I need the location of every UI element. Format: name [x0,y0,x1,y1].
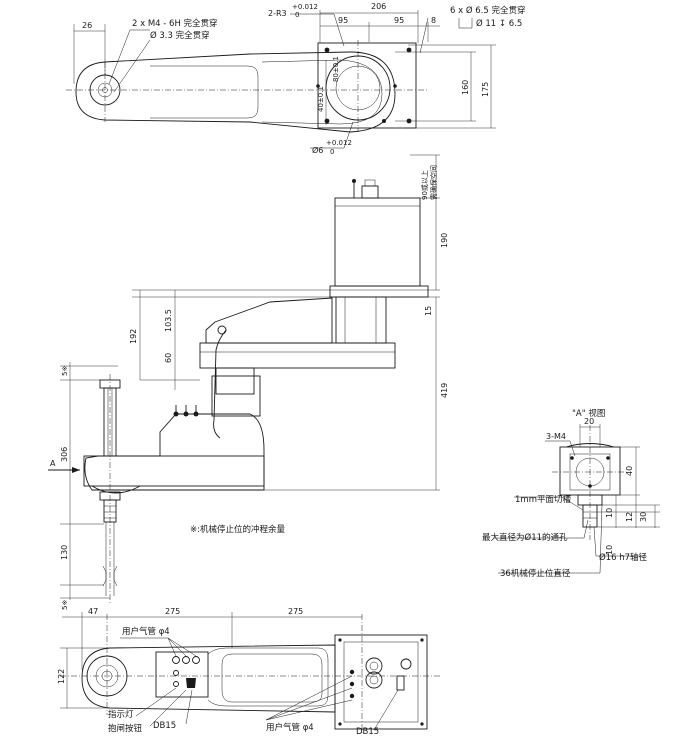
view-a: "A" 视图 [482,408,660,579]
dim-10-a: 10 [605,508,614,518]
side-view: 90或以上 需确保空间 190 15 419 192 103.5 60 5※ 3… [48,154,449,610]
dim-phi6-tol-up: +0.012 [326,139,352,147]
dim-160: 160 [461,80,470,95]
note-through-bore: 最大直径为Ø11的通孔 [482,532,568,543]
dim-phi6: Ø6 [312,145,323,155]
note-6-holes: 6 x Ø 6.5 完全贯穿 [450,5,525,16]
dim-40: 40 [625,466,634,476]
dim-5-bottom: 5※ [61,600,69,610]
dim-47: 47 [88,607,98,616]
dim-130: 130 [60,545,69,560]
dim-r3-tol-lo: 0 [295,11,299,19]
label-air-hose-2: 用户气管 φ4 [266,722,314,733]
dim-103-5: 103.5 [164,309,173,332]
note-90-space: 90或以上 [420,170,429,200]
dim-122: 122 [57,669,66,684]
label-air-hose-1: 用户气管 φ4 [122,626,170,637]
dim-60: 60 [164,353,173,363]
dim-30: 30 [639,512,648,522]
note-flat-cut: 1mm平面切槽 [515,494,571,505]
dim-12: 12 [625,512,634,522]
label-indicator-lamp: 指示灯 [108,709,134,720]
dim-26: 26 [82,21,92,30]
dim-3-m4: 3-M4 [546,432,566,441]
top-view: 26 206 95 95 8 2-R3 +0.012 0 Ø6 +0.012 0… [66,2,525,156]
dim-40: 40±0.1 [317,86,325,112]
dim-192: 192 [129,329,138,344]
dim-95-left: 95 [338,16,348,25]
note-phi11-counterbore: Ø 11 ↧ 6.5 [476,18,522,29]
view-arrow-a: A [50,459,56,468]
dim-190: 190 [440,233,449,248]
note-stroke-margin: ※:机械停止位的冲程余量 [190,524,285,535]
dim-phi6-tol-lo: 0 [330,148,334,156]
note-ensure-space: 需确保空间 [429,165,438,200]
dim-95-right: 95 [394,16,404,25]
dim-306: 306 [60,447,69,462]
bottom-view: 47 275 275 122 用户气管 φ4 用户气管 φ4 指示灯 抱闸按钮 … [57,607,440,737]
dim-175: 175 [481,82,490,97]
dim-r3: 2-R3 [268,9,287,18]
note-m4-through: 2 x M4 - 6H 完全贯穿 [132,18,218,29]
dim-80: 80±0.1 [332,56,340,82]
label-brake-button: 抱闸按钮 [108,723,143,734]
note-stop-dia: 36机械停止位直径 [500,568,571,579]
view-a-title: "A" 视图 [572,408,605,419]
dim-15: 15 [424,306,433,316]
dim-419: 419 [440,383,449,398]
dim-275-right: 275 [288,607,303,616]
dim-r3-tol-up: +0.012 [292,3,318,11]
dim-20: 20 [584,417,594,426]
note-phi33-through: Ø 3.3 完全贯穿 [150,30,210,41]
dim-5-top: 5※ [61,366,69,376]
note-shaft-dia: Ø16 h7轴径 [599,552,648,563]
dim-275-left: 275 [165,607,180,616]
label-db15-left: DB15 [153,721,176,731]
dim-10-b: 10 [605,545,614,555]
dim-8: 8 [431,16,436,25]
label-db15-right: DB15 [356,727,379,737]
dim-206: 206 [371,2,386,11]
